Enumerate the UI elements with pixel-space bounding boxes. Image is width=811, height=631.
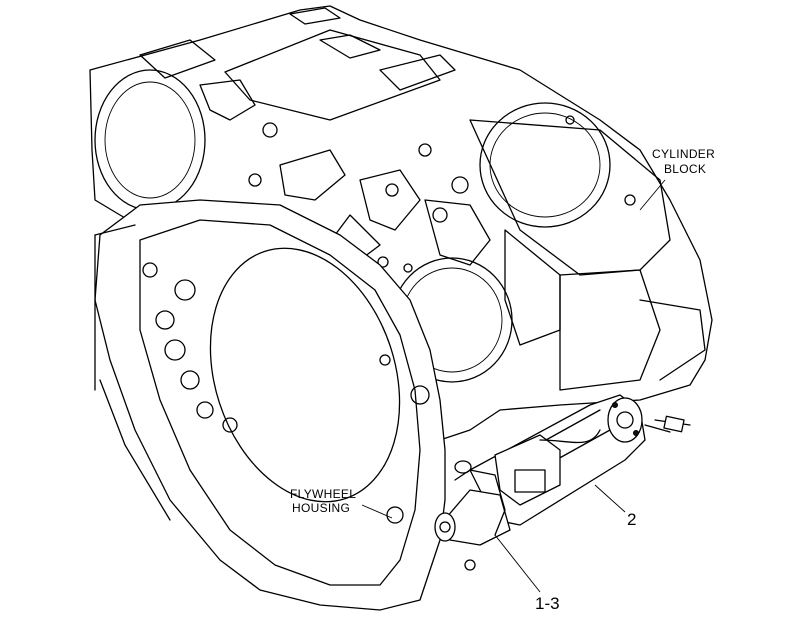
- cylinder-block-label-line1: CYLINDER: [652, 147, 715, 161]
- cylinder-block-label-line2: BLOCK: [664, 162, 706, 176]
- housing-bolts: [142, 262, 476, 571]
- starter-motor: [434, 394, 691, 546]
- flywheel-housing: [94, 199, 476, 611]
- flywheel-housing-label-line1: FLYWHEEL: [290, 487, 356, 501]
- flywheel-housing-label-line2: HOUSING: [292, 501, 350, 515]
- leader-lines: [361, 179, 666, 593]
- callout-1-3: 1-3: [535, 594, 560, 613]
- callout-2: 2: [627, 510, 636, 529]
- cylinder-block: [89, 5, 713, 441]
